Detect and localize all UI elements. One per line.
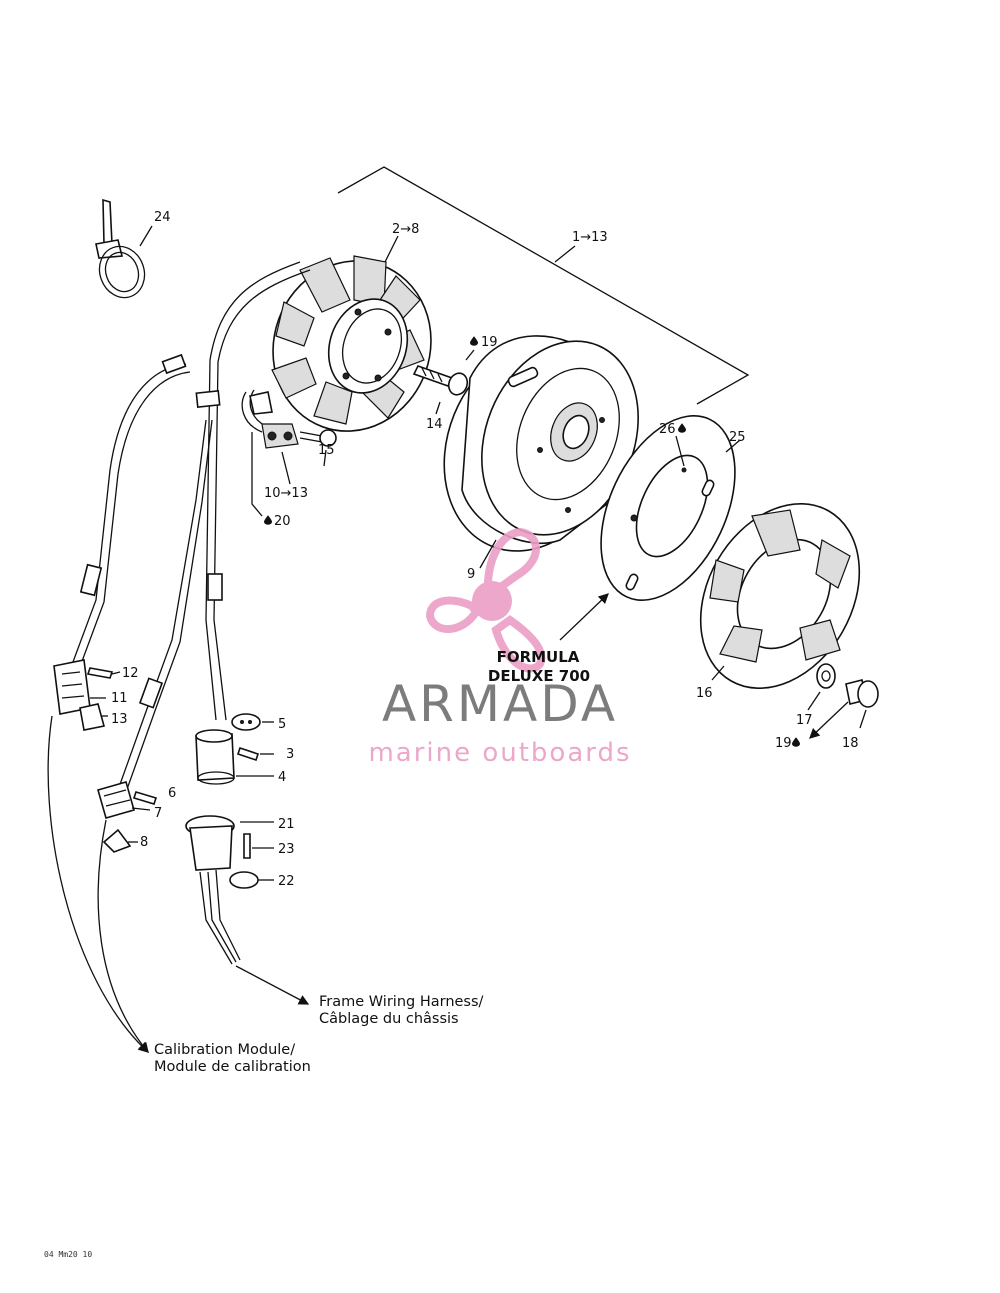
- watermark-brand: ARMADA: [382, 675, 618, 733]
- callout-9: 9: [467, 567, 475, 582]
- callout-5: 5: [278, 717, 286, 732]
- callout-17: 17: [796, 713, 813, 728]
- ring-16: [699, 503, 861, 689]
- callout-19b: 19: [775, 736, 792, 751]
- callout-18: 18: [842, 736, 859, 751]
- model-name-line1: FORMULA: [497, 648, 580, 666]
- propeller-logo-icon: [425, 527, 546, 673]
- seal-5: [231, 713, 274, 731]
- callout-assembly: 1→13: [572, 230, 608, 245]
- callout-25: 25: [729, 430, 746, 445]
- callout-4: 4: [278, 770, 286, 785]
- armada-watermark: ARMADA marine outboards: [368, 527, 631, 768]
- clip-13: [79, 703, 108, 731]
- cable-tie: [95, 198, 153, 299]
- assembly-bracket: [337, 166, 750, 405]
- drop-icon: [792, 737, 800, 747]
- callout-21: 21: [278, 817, 295, 832]
- frame-harness-note-line2: Câblage du châssis: [319, 1011, 459, 1027]
- connector-21: [185, 815, 274, 965]
- callout-16: 16: [696, 686, 713, 701]
- stator-connector: [249, 391, 299, 449]
- screw-14: [412, 349, 475, 415]
- drop-icon: [264, 515, 272, 525]
- clip-8: [102, 828, 138, 853]
- callout-12: 12: [122, 666, 139, 681]
- connector-7: [97, 781, 151, 819]
- callout-connector-group: 10→13: [264, 486, 308, 501]
- callout-13: 13: [111, 712, 128, 727]
- callout-26: 26: [659, 422, 676, 437]
- terminal-3: [236, 746, 274, 762]
- callout-11: 11: [111, 691, 128, 706]
- watermark-tagline: marine outboards: [368, 738, 631, 768]
- calibration-note-line2: Module de calibration: [154, 1059, 311, 1075]
- drawing-code: 04 Mm20 10: [44, 1250, 92, 1259]
- callout-14: 14: [426, 417, 443, 432]
- terminal-23: [243, 833, 274, 859]
- callout-6: 6: [168, 786, 176, 801]
- model-name-line2: DELUXE 700: [488, 667, 590, 685]
- callout-24: 24: [154, 210, 171, 225]
- calibration-note-line1: Calibration Module/: [154, 1042, 295, 1058]
- drop-icon: [470, 336, 478, 346]
- callout-7: 7: [154, 806, 162, 821]
- pin-6: [132, 791, 158, 805]
- plate-25: [559, 415, 741, 641]
- callout-15: 15: [318, 443, 335, 458]
- seal-22: [229, 871, 274, 889]
- wiring-harness: [69, 261, 311, 793]
- callout-labels: 1→13 2→8 24 19 14 15 10→13 20 26 25 9 16…: [111, 210, 859, 889]
- callout-8: 8: [140, 835, 148, 850]
- callout-19: 19: [481, 335, 498, 350]
- callout-stator: 2→8: [392, 222, 419, 237]
- stator: [271, 235, 432, 432]
- pin-12: [86, 667, 121, 679]
- callout-22: 22: [278, 874, 295, 889]
- callout-23: 23: [278, 842, 295, 857]
- screw-15: [299, 429, 337, 467]
- connector-4: [195, 729, 274, 785]
- flywheel: [443, 335, 639, 552]
- washer-17: [807, 663, 836, 711]
- callout-3: 3: [286, 747, 294, 762]
- callout-20: 20: [274, 514, 291, 529]
- bolt-18: [809, 679, 879, 739]
- frame-harness-note-line1: Frame Wiring Harness/: [319, 994, 484, 1010]
